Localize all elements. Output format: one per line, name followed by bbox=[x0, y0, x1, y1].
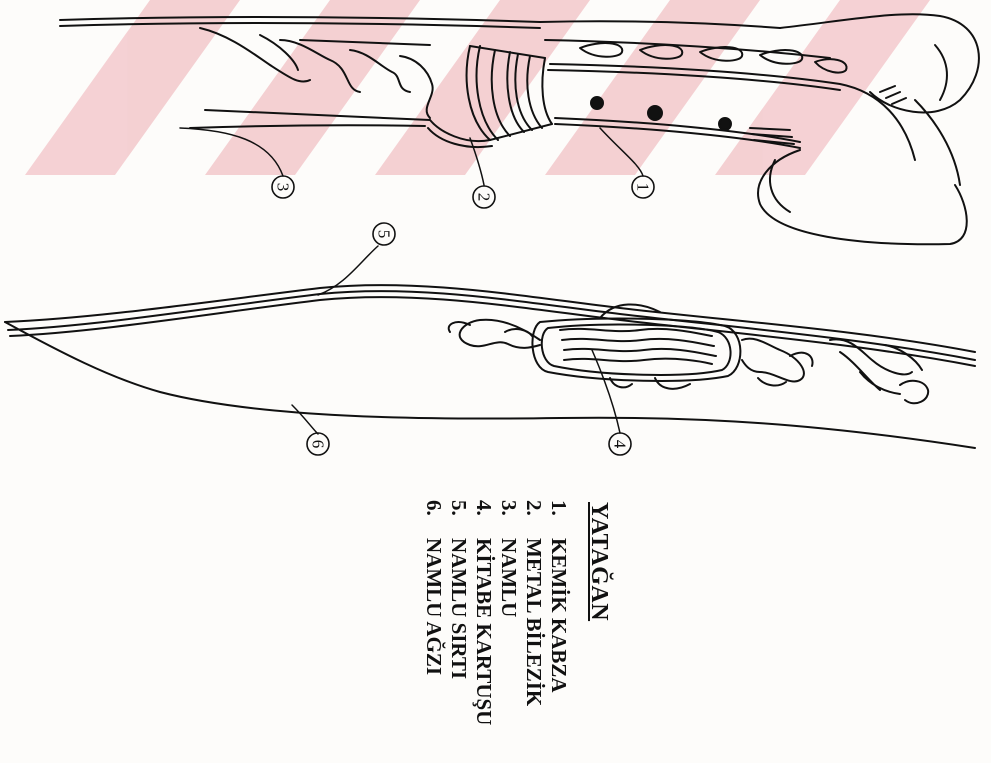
blade-ornament bbox=[190, 28, 433, 128]
legend-num: 6. bbox=[421, 500, 446, 538]
legend-item-cartouche: 4.KİTABE KARTUŞU bbox=[471, 500, 496, 740]
inscription-cartouche bbox=[449, 304, 813, 388]
legend-label: METAL BİLEZİK bbox=[521, 538, 546, 706]
metal-bolster bbox=[428, 46, 552, 147]
legend: YATAĞAN 1.KEMİK KABZA 2.METAL BİLEZİK 3.… bbox=[412, 500, 612, 740]
legend-item-blade-spine: 5.NAMLU SIRTI bbox=[446, 500, 471, 740]
legend-label: NAMLU bbox=[496, 538, 521, 617]
callout-circles bbox=[272, 176, 654, 455]
callout-4: 4 bbox=[611, 440, 630, 449]
legend-item-bone-hilt: 1.KEMİK KABZA bbox=[546, 500, 571, 740]
callout-leaders bbox=[180, 128, 643, 434]
callout-5: 5 bbox=[375, 230, 394, 239]
legend-num: 5. bbox=[446, 500, 471, 538]
upper-blade-edge bbox=[60, 17, 540, 28]
legend-label: NAMLU AĞZI bbox=[421, 538, 446, 675]
legend-label: KİTABE KARTUŞU bbox=[471, 538, 496, 725]
bone-grip bbox=[540, 14, 979, 244]
legend-list: 1.KEMİK KABZA 2.METAL BİLEZİK 3.NAMLU 4.… bbox=[421, 500, 571, 740]
legend-num: 1. bbox=[546, 500, 571, 538]
legend-item-metal-bolster: 2.METAL BİLEZİK bbox=[521, 500, 546, 740]
legend-num: 4. bbox=[471, 500, 496, 538]
legend-item-blade-edge: 6.NAMLU AĞZI bbox=[421, 500, 446, 740]
callout-6: 6 bbox=[309, 440, 328, 449]
blade-spine bbox=[5, 285, 975, 366]
legend-num: 3. bbox=[496, 500, 521, 538]
legend-label: KEMİK KABZA bbox=[546, 538, 571, 693]
legend-title: YATAĞAN bbox=[585, 502, 612, 740]
callout-1: 1 bbox=[634, 183, 653, 192]
legend-num: 2. bbox=[521, 500, 546, 538]
callout-2: 2 bbox=[475, 193, 494, 202]
legend-label: NAMLU SIRTI bbox=[446, 538, 471, 679]
legend-item-blade: 3.NAMLU bbox=[496, 500, 521, 740]
blade-edge bbox=[5, 322, 975, 448]
callout-numbers: 1 2 3 4 5 6 bbox=[274, 183, 653, 449]
callout-3: 3 bbox=[274, 183, 293, 192]
